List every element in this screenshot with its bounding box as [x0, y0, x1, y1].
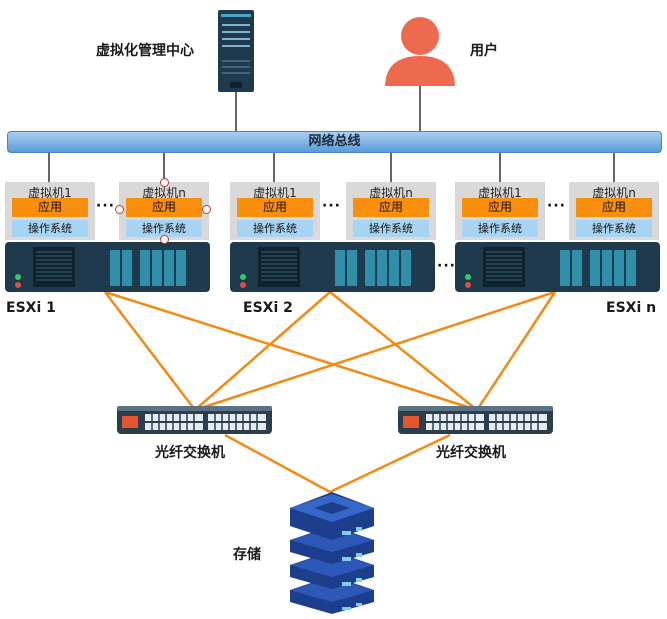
fibre-link [194, 290, 556, 412]
vm-app: 应用 [462, 198, 538, 217]
vm-title: 虚拟机1 [478, 186, 522, 200]
ellipsis: ··· [547, 198, 566, 214]
user-icon [385, 17, 455, 86]
esxi-host-icon [5, 242, 210, 292]
ellipsis: ··· [322, 198, 341, 214]
switch-label: 光纤交换机 [436, 445, 506, 461]
fibre-link [194, 291, 331, 411]
fibre-link [104, 290, 478, 412]
ellipsis: ··· [437, 258, 456, 274]
vm-box[interactable]: 虚拟机n 应用 操作系统 [569, 182, 659, 240]
selection-handle[interactable] [160, 178, 169, 187]
vm-title: 虚拟机n [592, 186, 636, 200]
vm-app: 应用 [576, 198, 652, 217]
switch-label: 光纤交换机 [155, 445, 225, 461]
vm-app: 应用 [237, 198, 313, 217]
vm-box[interactable]: 虚拟机n 应用 操作系统 [119, 182, 209, 240]
selection-handle[interactable] [202, 205, 211, 214]
vm-app: 应用 [126, 198, 202, 217]
vm-os: 操作系统 [237, 220, 313, 237]
vm-os: 操作系统 [353, 220, 429, 237]
vm-box[interactable]: 虚拟机1 应用 操作系统 [5, 182, 95, 240]
fibre-link [475, 291, 557, 411]
vm-os: 操作系统 [126, 220, 202, 237]
vm-app: 应用 [12, 198, 88, 217]
management-label: 虚拟化管理中心 [96, 43, 194, 59]
esxi-host-icon [230, 242, 435, 292]
vm-os: 操作系统 [12, 220, 88, 237]
fibre-link [104, 291, 196, 411]
fibre-link [224, 433, 331, 494]
vm-box[interactable]: 虚拟机1 应用 操作系统 [230, 182, 320, 240]
fibre-switch-icon [398, 406, 553, 434]
fibre-switch-icon [117, 406, 272, 434]
host-label-esxi-1: ESXi 1 [6, 300, 56, 316]
user-label: 用户 [470, 43, 498, 59]
vm-box[interactable]: 虚拟机1 应用 操作系统 [455, 182, 545, 240]
fibre-link [329, 291, 478, 411]
vm-os: 操作系统 [576, 220, 652, 237]
host-label-esxi-2: ESXi 2 [243, 300, 293, 316]
fibre-links [104, 290, 557, 494]
host-label-esxi-n: ESXi n [606, 300, 657, 316]
management-server-icon [218, 10, 254, 92]
ellipsis: ··· [96, 198, 115, 214]
network-bus: 网络总线 [7, 131, 662, 153]
selection-handle[interactable] [115, 205, 124, 214]
vm-box[interactable]: 虚拟机n 应用 操作系统 [346, 182, 436, 240]
vm-app: 应用 [353, 198, 429, 217]
vm-title: 虚拟机1 [253, 186, 297, 200]
fibre-link [329, 433, 451, 494]
storage-icon [290, 492, 374, 614]
selection-handle[interactable] [160, 235, 169, 244]
esxi-host-icon [455, 242, 660, 292]
vm-os: 操作系统 [462, 220, 538, 237]
vm-title: 虚拟机n [369, 186, 413, 200]
vm-title: 虚拟机1 [28, 186, 72, 200]
bus-connectors [48, 86, 615, 182]
vm-title: 虚拟机n [142, 186, 186, 200]
storage-label: 存储 [233, 547, 261, 563]
